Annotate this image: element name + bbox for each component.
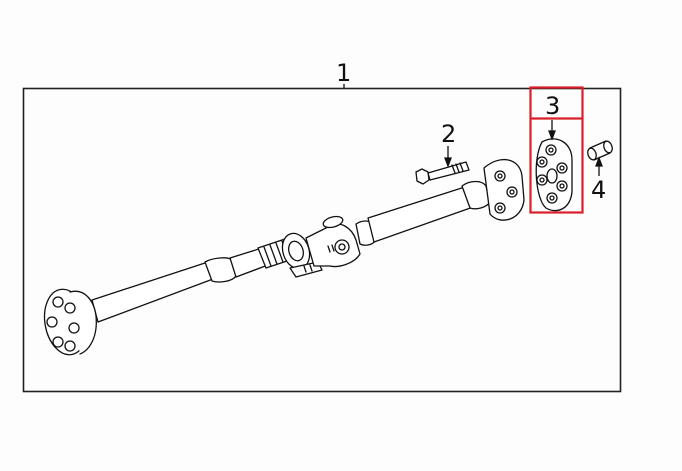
assembly-frame — [22, 87, 622, 393]
flex-disc-part — [535, 138, 573, 212]
callout-2-label[interactable]: 2 — [441, 120, 457, 148]
highlight-box-part-3 — [529, 86, 584, 214]
rear-flex-disc — [43, 288, 97, 356]
callout-4-label[interactable]: 4 — [591, 176, 607, 204]
universal-joint — [305, 215, 361, 268]
callout-1-label[interactable]: 1 — [336, 59, 352, 87]
bolt-part — [415, 161, 470, 185]
rear-shaft-tube — [91, 247, 269, 323]
bushing-part — [587, 140, 613, 161]
callout-3-label[interactable]: 3 — [545, 92, 561, 120]
front-shaft-tube — [355, 180, 491, 246]
front-flex-coupling — [483, 158, 525, 221]
